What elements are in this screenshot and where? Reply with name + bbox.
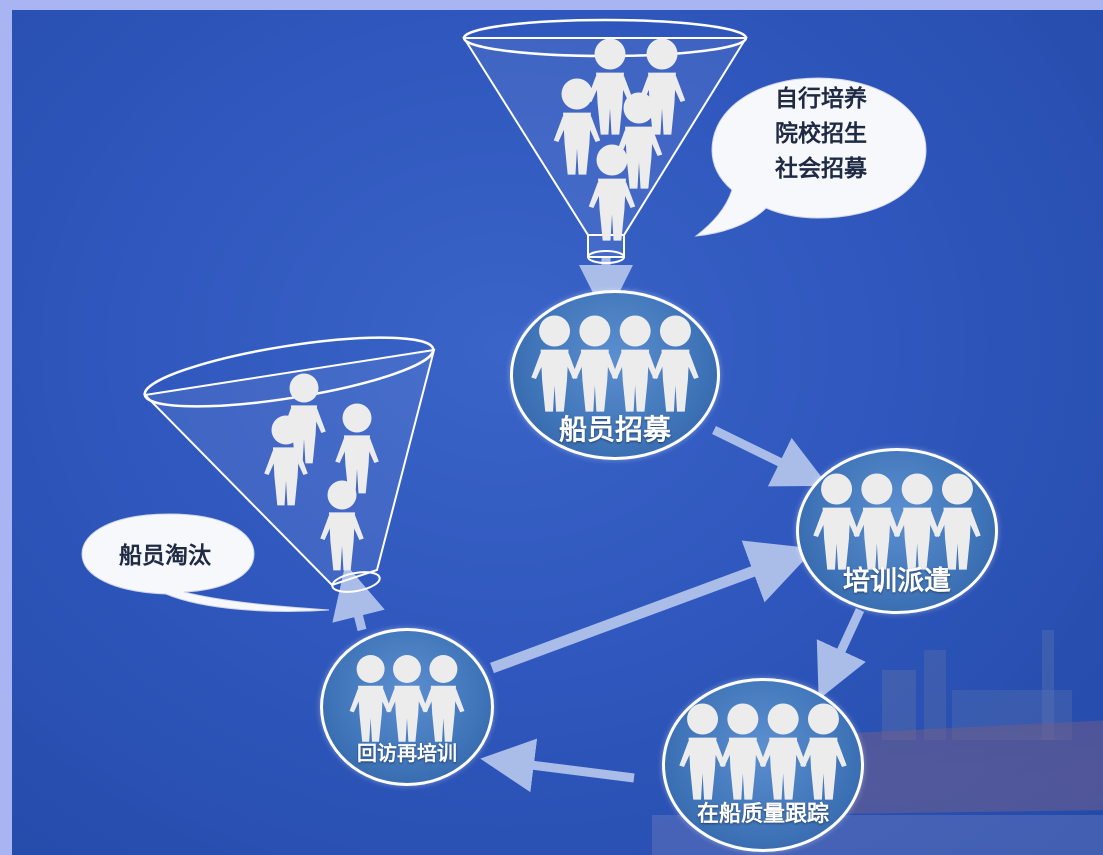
speech-bubble-icon: [81, 513, 330, 612]
bubble-line: 院校招生: [775, 121, 867, 147]
arrow-tracking-to-retrain: [480, 738, 635, 793]
bubble-line: 社会招募: [775, 156, 867, 182]
person-figure-icon: [813, 473, 981, 570]
person-figure-icon: [813, 473, 860, 570]
arrow-retrain-to-funnel: [332, 563, 385, 632]
node-label: 船员招募: [558, 413, 671, 446]
person-figure-icon: [349, 655, 392, 742]
person-figure-icon: [386, 655, 428, 742]
person-figure-icon: [335, 403, 379, 494]
person-figure-icon: [759, 703, 807, 800]
person-figure-icon: [571, 315, 619, 412]
person-figure-icon: [853, 473, 901, 570]
diagram-canvas: 船员招募 培训派遣 在船质量跟踪 回访再培训 自行培养 院校招生 社会招募 船员…: [12, 10, 1103, 855]
person-figure-icon: [422, 655, 465, 742]
person-figure-icon: [282, 373, 326, 464]
person-figure-icon: [320, 480, 364, 571]
node-tracking: 在船质量跟踪: [662, 678, 864, 852]
speech-bubble-sources: 自行培养 院校招生 社会招募: [688, 68, 928, 248]
person-figure-icon: [679, 703, 726, 800]
arrow-recruit-to-training: [712, 425, 829, 487]
funnel-icon: [142, 336, 436, 593]
funnel-icon: [462, 18, 748, 264]
person-figure-icon: [800, 703, 847, 800]
person-figure-icon: [719, 703, 767, 800]
node-training: 培训派遣: [796, 448, 998, 614]
node-label: 培训派遣: [843, 566, 951, 597]
person-figure-icon: [893, 473, 941, 570]
person-figure-icon: [588, 144, 636, 241]
bubble-text: 自行培养 院校招生 社会招募: [746, 82, 896, 187]
bubble-line: 自行培养: [775, 86, 867, 112]
person-figure-icon: [615, 92, 663, 189]
node-label: 在船质量跟踪: [696, 802, 829, 827]
arrow-training-to-tracking: [816, 608, 866, 700]
person-figure-icon: [652, 315, 699, 412]
flow-arrows: [142, 18, 866, 793]
person-figure-icon: [531, 315, 578, 412]
person-figure-icon: [531, 315, 699, 412]
speech-bubble-elimination: 船员淘汰: [74, 506, 334, 616]
person-figure-icon: [934, 473, 981, 570]
node-label: 回访再培训: [357, 741, 457, 765]
node-retrain: 回访再培训: [320, 628, 494, 786]
person-figure-icon: [638, 38, 686, 135]
person-figure-icon: [264, 415, 308, 506]
node-recruit: 船员招募: [510, 290, 720, 460]
person-figure-icon: [349, 655, 465, 742]
bubble-text: 船员淘汰: [119, 543, 211, 569]
person-figure-icon: [611, 315, 659, 412]
person-figure-icon: [586, 38, 634, 135]
person-figure-icon: [679, 703, 847, 800]
arrow-retrain-to-training: [490, 540, 815, 674]
person-figure-icon: [553, 78, 601, 175]
speech-bubble-icon: [694, 77, 927, 237]
